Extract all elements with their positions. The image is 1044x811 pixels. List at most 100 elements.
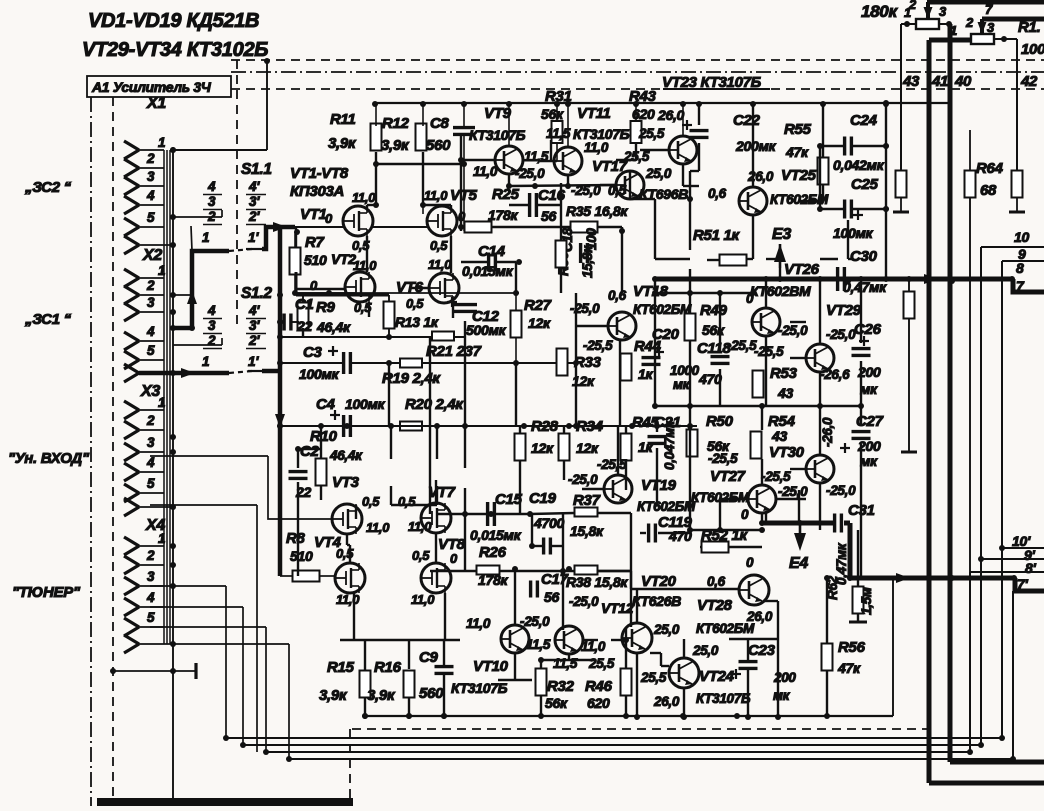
svg-text:X3: X3 [140, 383, 160, 400]
svg-text:R1.: R1. [1018, 19, 1040, 36]
svg-text:-25,5: -25,5 [754, 344, 784, 359]
svg-text:"Ун. ВХОД": "Ун. ВХОД" [8, 450, 90, 467]
svg-text:VT11: VT11 [577, 105, 611, 122]
svg-text:C2: C2 [300, 443, 320, 460]
svg-text:4: 4 [146, 590, 155, 605]
svg-text:470: 470 [698, 371, 722, 387]
svg-text:3': 3' [249, 318, 260, 333]
svg-text:S1.2: S1.2 [241, 285, 272, 302]
svg-text:10': 10' [1012, 533, 1031, 549]
svg-text:C12: C12 [472, 308, 500, 325]
svg-text:11,0: 11,0 [581, 639, 606, 654]
svg-text:VT25: VT25 [781, 167, 817, 184]
svg-text:-25,0: -25,0 [570, 301, 600, 316]
svg-text:0,6: 0,6 [608, 288, 627, 303]
svg-text:25,5: 25,5 [588, 656, 615, 671]
svg-text:R10: R10 [310, 428, 338, 445]
svg-text:1': 1' [248, 354, 259, 369]
svg-text:-25,5: -25,5 [583, 338, 613, 353]
svg-text:C9: C9 [419, 649, 439, 666]
svg-text:3: 3 [939, 4, 947, 19]
svg-text:0,47мк: 0,47мк [843, 279, 887, 295]
svg-text:КТ3107Б: КТ3107Б [451, 680, 508, 696]
svg-text:42: 42 [1020, 73, 1038, 90]
svg-text:56: 56 [541, 208, 556, 224]
svg-text:1: 1 [158, 531, 165, 546]
svg-text:68: 68 [980, 182, 997, 199]
svg-text:0,5: 0,5 [430, 238, 448, 253]
svg-text:500мк: 500мк [466, 322, 507, 338]
svg-text:40: 40 [954, 73, 972, 90]
svg-text:560: 560 [426, 137, 451, 154]
svg-text:25,0: 25,0 [653, 622, 680, 637]
svg-text:-25,0: -25,0 [826, 483, 856, 498]
svg-text:VT10: VT10 [473, 658, 509, 675]
svg-text:100: 100 [1021, 41, 1044, 58]
svg-text:12к: 12к [576, 440, 599, 456]
svg-text:2': 2' [248, 209, 260, 224]
svg-text:1: 1 [950, 23, 957, 38]
svg-text:3: 3 [147, 569, 155, 584]
svg-text:R27: R27 [524, 297, 552, 314]
svg-text:200: 200 [857, 364, 881, 380]
svg-text:C1: C1 [295, 296, 314, 313]
svg-text:0,5: 0,5 [406, 296, 424, 311]
svg-text:R21 237: R21 237 [426, 343, 482, 360]
svg-text:4': 4' [248, 179, 260, 194]
svg-text:VT19: VT19 [641, 477, 677, 494]
svg-text:VT12: VT12 [601, 600, 634, 616]
svg-text:-26,0: -26,0 [820, 417, 835, 447]
svg-text:11,5: 11,5 [526, 637, 551, 652]
svg-text:-25,0: -25,0 [778, 323, 808, 338]
svg-text:5: 5 [147, 210, 155, 225]
svg-text:11,0: 11,0 [428, 257, 452, 272]
svg-text:26,0: 26,0 [657, 107, 685, 123]
svg-text:2: 2 [207, 333, 216, 348]
svg-text:1: 1 [202, 230, 209, 245]
svg-text:11,0: 11,0 [411, 592, 435, 607]
svg-text:X2: X2 [142, 247, 162, 264]
svg-text:C8: C8 [430, 115, 450, 132]
svg-text:3,9к: 3,9к [328, 135, 357, 152]
svg-text:КТ602БМ: КТ602БМ [691, 490, 750, 505]
svg-text:КТ602БМ: КТ602БМ [633, 302, 692, 317]
svg-text:VT3: VT3 [332, 474, 360, 491]
svg-text:0,015мк: 0,015мк [470, 527, 522, 543]
svg-text:180к: 180к [861, 2, 898, 21]
svg-text:C21: C21 [654, 414, 681, 431]
svg-text:4: 4 [146, 455, 155, 470]
svg-text:VT9: VT9 [484, 105, 512, 122]
svg-text:R64: R64 [976, 160, 1004, 177]
svg-text:11,0: 11,0 [466, 616, 491, 631]
svg-text:VT6: VT6 [396, 279, 424, 296]
svg-text:R20 2,4к: R20 2,4к [405, 396, 464, 413]
svg-text:46,4к: 46,4к [329, 448, 363, 463]
svg-text:VT20: VT20 [641, 573, 677, 590]
svg-text:R15: R15 [327, 659, 355, 676]
svg-text:C22: C22 [733, 112, 761, 129]
svg-text:мк: мк [860, 381, 878, 397]
svg-text:11,0: 11,0 [584, 140, 609, 155]
svg-text:0,5: 0,5 [362, 494, 380, 509]
svg-text:620: 620 [632, 106, 655, 122]
svg-text:200: 200 [773, 670, 796, 685]
svg-text:11,0: 11,0 [353, 258, 377, 273]
svg-text:9: 9 [1018, 246, 1026, 262]
svg-text:200: 200 [857, 438, 881, 454]
svg-text:1': 1' [248, 230, 259, 245]
svg-text:R16: R16 [374, 659, 402, 676]
svg-text:VT24: VT24 [699, 668, 735, 685]
svg-text:0,6: 0,6 [708, 186, 727, 201]
svg-text:R45: R45 [632, 414, 660, 431]
svg-text:3: 3 [208, 318, 216, 333]
svg-text:R25: R25 [492, 186, 520, 203]
svg-text:7: 7 [1016, 278, 1025, 294]
svg-text:„ЗС2 “: „ЗС2 “ [24, 179, 72, 196]
svg-text:-25,0: -25,0 [569, 594, 599, 609]
svg-text:VT23 КТ3107Б: VT23 КТ3107Б [662, 74, 762, 91]
svg-text:C24: C24 [850, 112, 878, 129]
svg-text:VT1-VT8: VT1-VT8 [290, 165, 349, 182]
svg-text:0: 0 [746, 291, 754, 306]
svg-text:510: 510 [304, 252, 327, 268]
svg-text:3,9к: 3,9к [367, 687, 396, 704]
